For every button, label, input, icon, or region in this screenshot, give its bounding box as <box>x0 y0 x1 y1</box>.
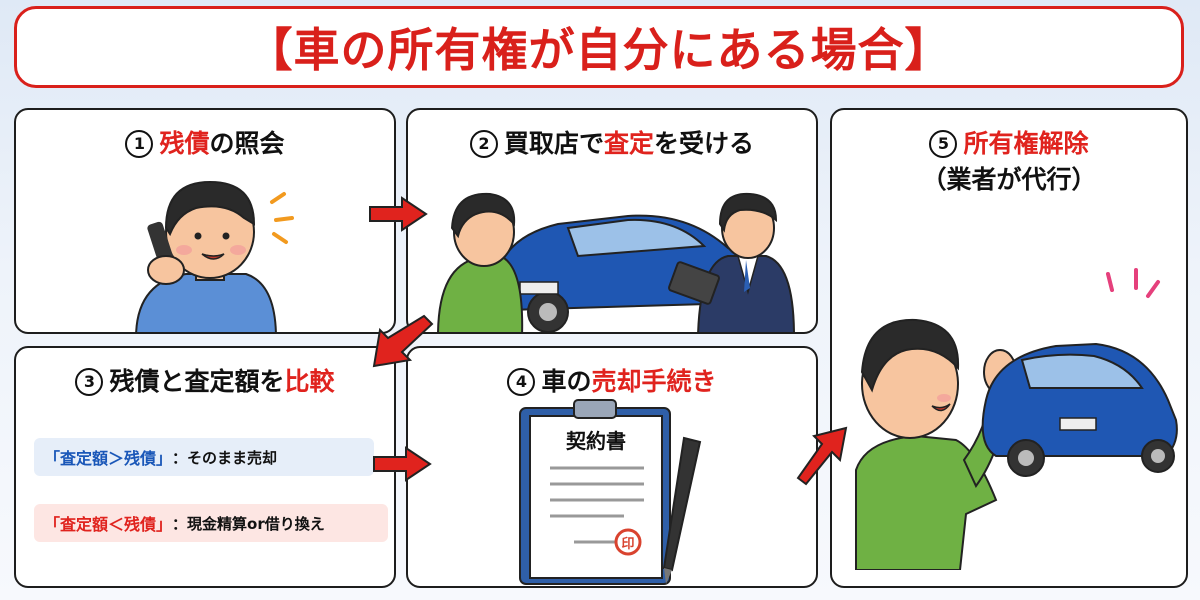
step-2-text: を受ける <box>654 129 755 158</box>
man-on-phone-illustration <box>135 180 294 332</box>
step-5-subtext: （業者が代行） <box>921 165 1097 194</box>
step-3-text: 残債と査定額を <box>109 367 285 396</box>
step-2-number: 2 <box>469 130 498 158</box>
step-1-number: 1 <box>125 130 154 158</box>
step-2-text-pre: 買取店で <box>503 129 604 158</box>
car-appraisal-illustration <box>437 192 795 332</box>
contract-title: 契約書 <box>565 429 626 453</box>
step-4-number: 4 <box>507 368 536 396</box>
note-2-label: 「査定額＜残債」 <box>44 515 173 534</box>
step-3-number: 3 <box>75 368 104 396</box>
arrow-step4-to-5 <box>796 426 848 486</box>
contract-document-illustration: 契約書 印 <box>519 399 702 585</box>
step-5-highlight: 所有権解除 <box>963 129 1089 158</box>
page-title: 【車の所有権が自分にある場合】 <box>14 6 1184 88</box>
note-1-label: 「査定額＞残債」 <box>44 449 173 468</box>
step-5-number: 5 <box>929 130 958 158</box>
happy-owner-car-illustration <box>855 268 1178 570</box>
note-appraisal-greater: 「査定額＞残債」：そのまま売却 <box>34 438 374 476</box>
step-3-highlight: 比較 <box>284 367 335 396</box>
seal-mark: 印 <box>621 537 634 552</box>
step-1-highlight: 残債 <box>159 129 210 158</box>
step-4-highlight: 売却手続き <box>591 367 717 396</box>
note-appraisal-less: 「査定額＜残債」：現金精算or借り換え <box>34 504 388 542</box>
arrow-step1-to-2 <box>369 196 428 232</box>
step-4-text: 車の <box>541 367 592 396</box>
note-2-text: ：現金精算or借り換え <box>172 514 325 533</box>
note-1-text: ：そのまま売却 <box>172 448 278 467</box>
step-2-highlight: 査定 <box>603 129 654 158</box>
arrow-step2-to-3 <box>372 314 434 368</box>
arrow-step3-to-4 <box>373 446 432 482</box>
step-1-text: の照会 <box>209 129 285 158</box>
